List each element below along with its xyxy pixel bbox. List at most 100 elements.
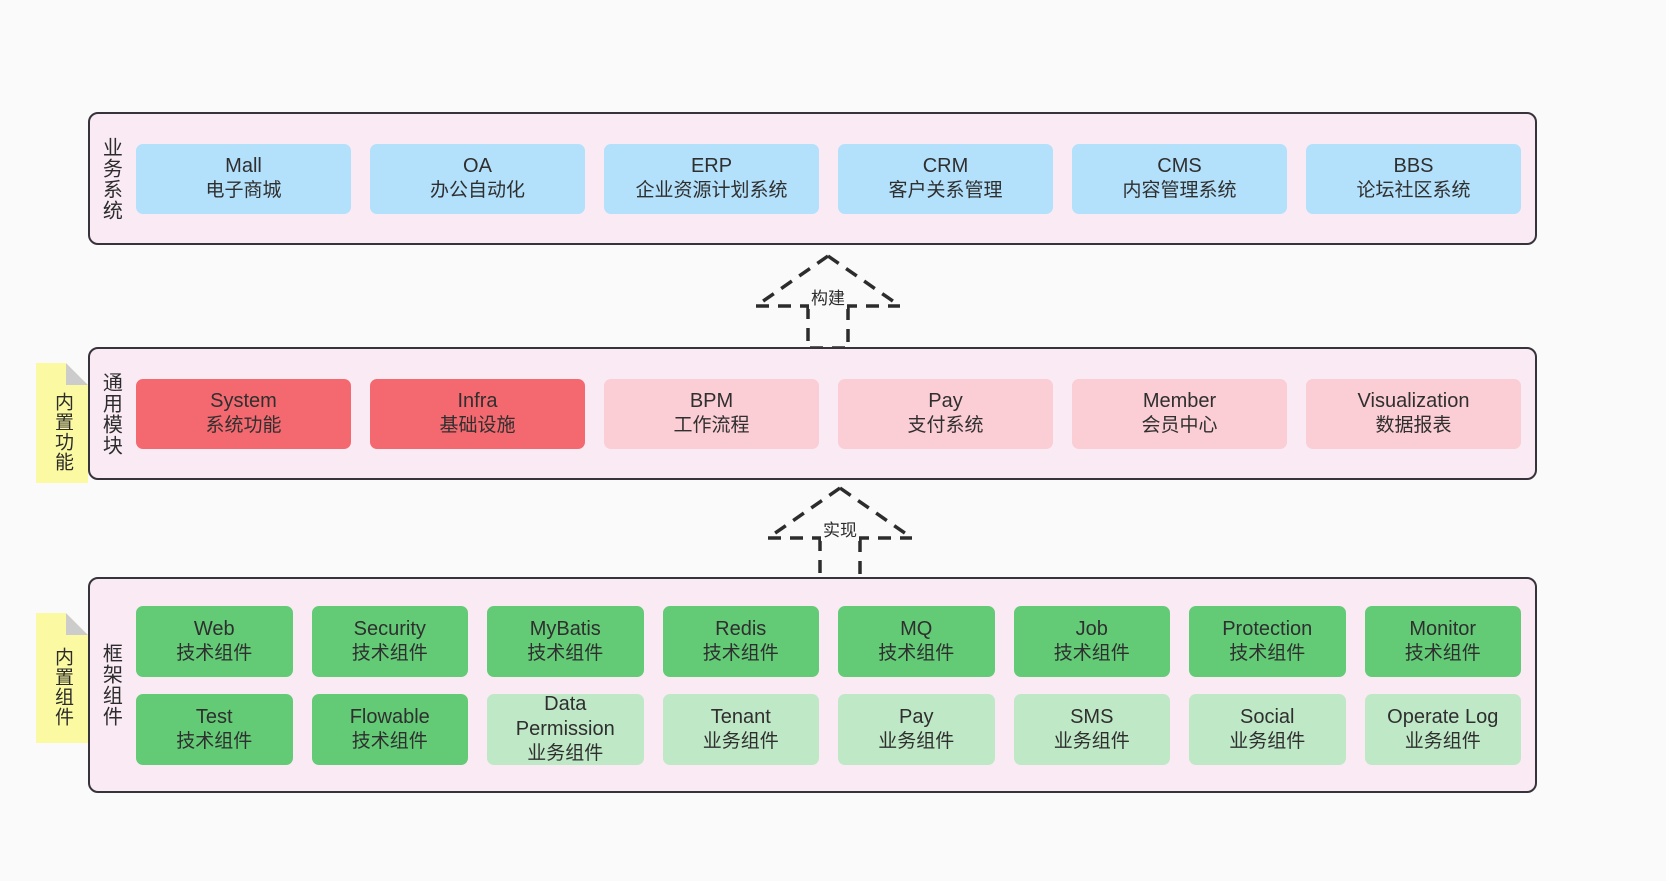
node-subtitle: 业务组件	[527, 743, 604, 765]
node-subtitle: 技术组件	[351, 642, 428, 664]
node-tenant[interactable]: Tenant 业务组件	[662, 693, 819, 765]
node-title: Member	[1142, 390, 1217, 413]
layer-business-system: 业务系统 Mall 电子商城 OA 办公自动化 ERP 企业资源计划系统 CRM…	[88, 112, 1537, 245]
node-bpm[interactable]: BPM 工作流程	[604, 378, 819, 449]
node-title: Monitor	[1409, 617, 1477, 640]
note-tag-builtin-features: 内置功能	[36, 363, 88, 483]
node-test[interactable]: Test 技术组件	[136, 693, 293, 765]
node-system[interactable]: System 系统功能	[136, 378, 351, 449]
node-monitor[interactable]: Monitor 技术组件	[1364, 605, 1521, 677]
node-subtitle: 论坛社区系统	[1356, 180, 1471, 202]
note-tag-builtin-components: 内置组件	[36, 613, 88, 743]
node-title: Redis	[715, 617, 767, 640]
node-cms[interactable]: CMS 内容管理系统	[1072, 143, 1287, 214]
connector-build: 构建	[748, 252, 908, 350]
node-web[interactable]: Web 技术组件	[136, 605, 293, 677]
node-title: ERP	[690, 155, 733, 178]
node-subtitle: 技术组件	[176, 730, 253, 752]
node-member[interactable]: Member 会员中心	[1072, 378, 1287, 449]
node-subtitle: 技术组件	[1053, 642, 1130, 664]
layer-framework-components: 框架组件 Web 技术组件 Security 技术组件 MyBatis 技术组件…	[88, 577, 1537, 793]
node-subtitle: 业务组件	[702, 730, 779, 752]
node-subtitle: 技术组件	[527, 642, 604, 664]
node-subtitle: 系统功能	[205, 415, 282, 437]
layer-title-business-system: 业务系统	[99, 136, 122, 221]
node-security[interactable]: Security 技术组件	[311, 605, 468, 677]
node-visualization[interactable]: Visualization 数据报表	[1306, 378, 1521, 449]
node-sms[interactable]: SMS 业务组件	[1013, 693, 1170, 765]
node-operate-log[interactable]: Operate Log 业务组件	[1364, 693, 1521, 765]
node-mybatis[interactable]: MyBatis 技术组件	[487, 605, 644, 677]
node-subtitle: 技术组件	[351, 730, 428, 752]
node-crm[interactable]: CRM 客户关系管理	[838, 143, 1053, 214]
node-title: Infra	[457, 390, 498, 413]
node-title: Test	[195, 705, 233, 728]
node-title: MyBatis	[529, 617, 601, 640]
node-subtitle: 技术组件	[702, 642, 779, 664]
node-subtitle: 业务组件	[1229, 730, 1306, 752]
node-subtitle: 技术组件	[176, 642, 253, 664]
layer-title-framework-components: 框架组件	[99, 643, 122, 727]
node-title: Web	[193, 617, 235, 640]
node-erp[interactable]: ERP 企业资源计划系统	[604, 143, 819, 214]
node-mq[interactable]: MQ 技术组件	[838, 605, 995, 677]
node-title: Security	[353, 617, 426, 640]
node-title: Operate Log	[1387, 705, 1499, 728]
node-job[interactable]: Job 技术组件	[1013, 605, 1170, 677]
node-title: BPM	[689, 390, 734, 413]
node-subtitle: 内容管理系统	[1122, 180, 1237, 202]
node-protection[interactable]: Protection 技术组件	[1189, 605, 1346, 677]
node-title: Data Permission	[515, 693, 615, 741]
node-subtitle: 电子商城	[205, 180, 282, 202]
node-title: Protection	[1222, 617, 1313, 640]
node-title: Visualization	[1357, 390, 1470, 413]
node-title: CRM	[922, 155, 969, 178]
node-subtitle: 支付系统	[907, 415, 984, 437]
node-row: Mall 电子商城 OA 办公自动化 ERP 企业资源计划系统 CRM 客户关系…	[136, 143, 1521, 214]
node-redis[interactable]: Redis 技术组件	[662, 605, 819, 677]
layer-title-common-modules: 通用模块	[99, 371, 122, 456]
node-infra[interactable]: Infra 基础设施	[370, 378, 585, 449]
node-subtitle: 客户关系管理	[888, 180, 1003, 202]
node-title: CMS	[1157, 155, 1202, 178]
layer-common-modules: 通用模块 System 系统功能 Infra 基础设施 BPM 工作流程 Pay…	[88, 347, 1537, 480]
node-title: OA	[463, 155, 492, 178]
node-title: Pay	[899, 705, 934, 728]
node-subtitle: 技术组件	[1229, 642, 1306, 664]
node-flowable[interactable]: Flowable 技术组件	[311, 693, 468, 765]
node-row: System 系统功能 Infra 基础设施 BPM 工作流程 Pay 支付系统…	[136, 378, 1521, 449]
connector-realize: 实现	[760, 484, 920, 582]
node-mall[interactable]: Mall 电子商城	[136, 143, 351, 214]
page-fold-icon	[66, 363, 88, 385]
node-pay-module[interactable]: Pay 支付系统	[838, 378, 1053, 449]
node-title: Mall	[225, 155, 262, 178]
node-subtitle: 技术组件	[1404, 642, 1481, 664]
node-subtitle: 数据报表	[1375, 415, 1452, 437]
node-subtitle: 业务组件	[1404, 730, 1481, 752]
note-tag-label: 内置组件	[52, 647, 74, 727]
layer-body-framework-components: Web 技术组件 Security 技术组件 MyBatis 技术组件 Redi…	[130, 579, 1535, 791]
node-subtitle: 会员中心	[1141, 415, 1218, 437]
node-subtitle: 工作流程	[673, 415, 750, 437]
node-subtitle: 企业资源计划系统	[635, 180, 788, 202]
layer-body-business-system: Mall 电子商城 OA 办公自动化 ERP 企业资源计划系统 CRM 客户关系…	[130, 114, 1535, 243]
node-title: Flowable	[349, 705, 430, 728]
node-subtitle: 办公自动化	[429, 180, 525, 202]
note-tag-label: 内置功能	[52, 392, 74, 472]
node-pay-component[interactable]: Pay 业务组件	[838, 693, 995, 765]
node-title: SMS	[1070, 705, 1114, 728]
node-title: BBS	[1393, 155, 1434, 178]
node-social[interactable]: Social 业务组件	[1189, 693, 1346, 765]
node-subtitle: 业务组件	[878, 730, 955, 752]
node-title: MQ	[900, 617, 933, 640]
page-fold-icon	[66, 613, 88, 635]
node-title: Pay	[928, 390, 963, 413]
node-bbs[interactable]: BBS 论坛社区系统	[1306, 143, 1521, 214]
connector-label-build: 构建	[809, 284, 847, 309]
node-title: Job	[1075, 617, 1108, 640]
node-oa[interactable]: OA 办公自动化	[370, 143, 585, 214]
node-subtitle: 业务组件	[1053, 730, 1130, 752]
node-data-permission[interactable]: Data Permission 业务组件	[487, 693, 644, 765]
layer-body-common-modules: System 系统功能 Infra 基础设施 BPM 工作流程 Pay 支付系统…	[130, 349, 1535, 478]
